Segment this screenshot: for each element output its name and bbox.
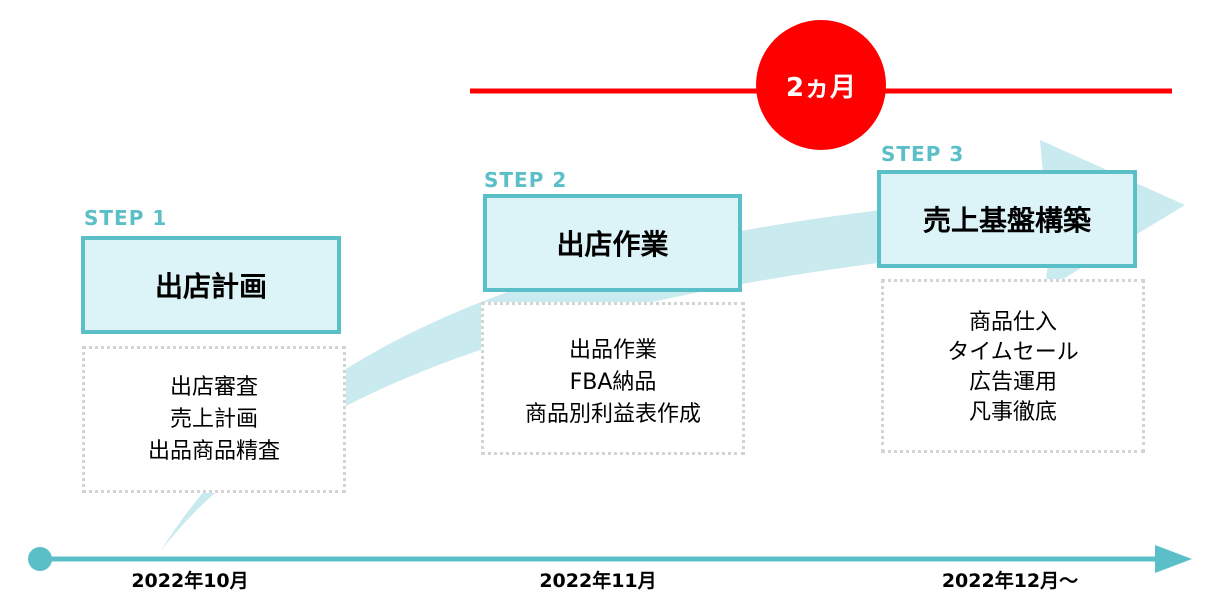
detail-item: 出店審査 (169, 374, 258, 400)
detail-item: 凡事徹底 (968, 400, 1057, 425)
detail-item: 出品作業 (568, 338, 657, 363)
step2-label: STEP 2 (484, 168, 568, 192)
date-nov: 2022年11月 (539, 570, 657, 592)
step3-title: 売上基盤構築 (877, 170, 1137, 268)
step1-details: 出店審査 売上計画 出品商品精査 (82, 346, 346, 493)
detail-item: 商品別利益表作成 (524, 402, 701, 427)
timeline-start-dot (28, 547, 52, 571)
step1-label: STEP 1 (84, 206, 168, 230)
detail-item: タイムセール (947, 340, 1079, 365)
step2-title: 出店作業 (483, 194, 742, 292)
step3-label: STEP 3 (881, 142, 965, 166)
detail-item: 広告運用 (968, 370, 1057, 395)
detail-item: 商品仕入 (968, 310, 1057, 335)
detail-item: 出品商品精査 (147, 438, 280, 464)
detail-item: 売上計画 (169, 406, 258, 432)
step1-title: 出店計画 (81, 236, 341, 334)
timeline-arrowhead (1155, 545, 1192, 573)
date-dec: 2022年12月～ (941, 570, 1079, 592)
step3-details: 商品仕入 タイムセール 広告運用 凡事徹底 (881, 279, 1145, 453)
detail-item: FBA納品 (569, 370, 657, 395)
date-oct: 2022年10月 (131, 570, 249, 592)
duration-badge: 2ヵ月 (756, 20, 886, 150)
step2-details: 出品作業 FBA納品 商品別利益表作成 (481, 302, 745, 455)
